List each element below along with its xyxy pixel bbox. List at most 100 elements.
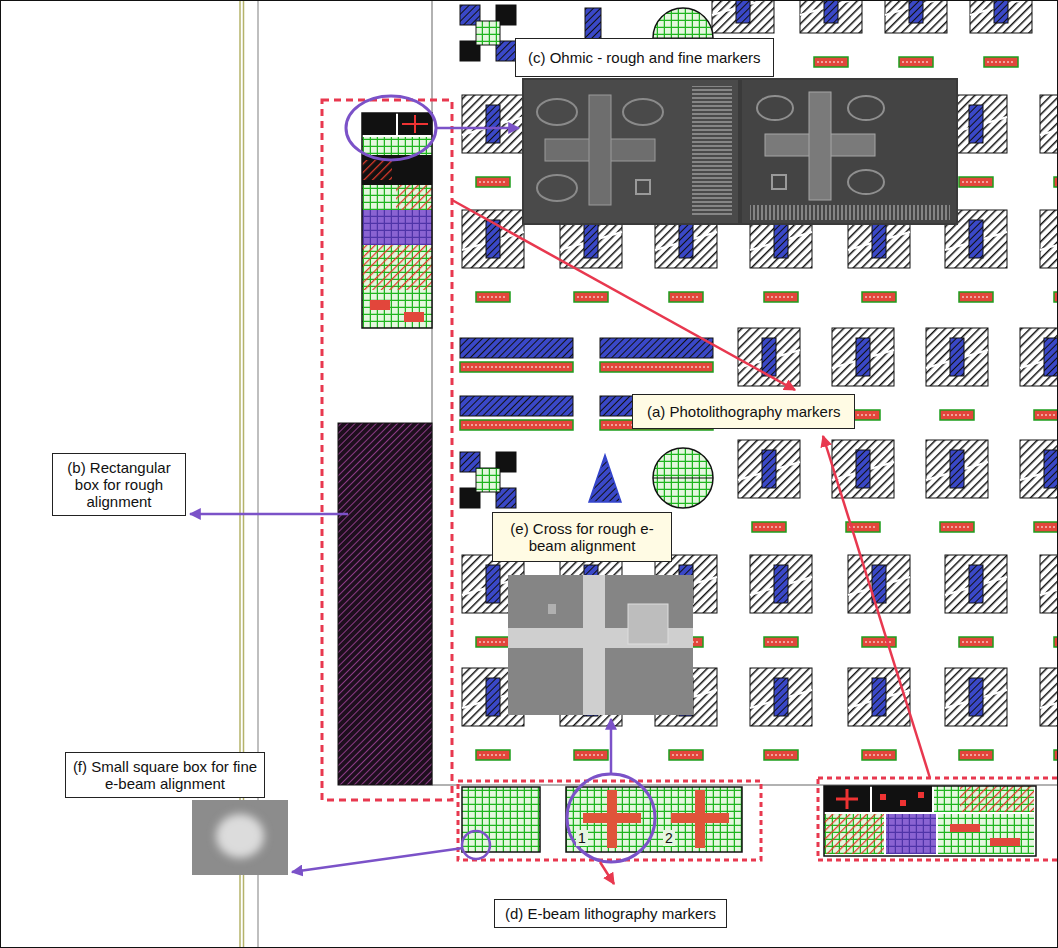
contact-bar: [764, 637, 798, 647]
contact-bar: [1034, 522, 1058, 532]
gate-pad: [774, 565, 788, 603]
gate-pad: [584, 220, 598, 258]
contact-bar: [669, 750, 703, 760]
hatched-cell: [750, 555, 812, 613]
contact-bar: [476, 637, 510, 647]
hatched-cell: [945, 555, 1007, 613]
cross-marker: [545, 139, 655, 161]
litho-marker: [880, 794, 886, 800]
square-sem-image: [192, 800, 288, 875]
litho-marker: [362, 113, 396, 135]
highlight-circle: [346, 96, 436, 160]
image-frame: [522, 78, 958, 225]
callout-text: (f) Small square box for fine e-beam ali…: [72, 758, 258, 792]
gate-pad: [486, 105, 500, 143]
litho-marker: [362, 185, 432, 210]
litho-marker: [362, 245, 432, 290]
ellipse-marker: [537, 175, 577, 201]
gate-pad: [969, 565, 983, 603]
ellipse-marker: [537, 99, 577, 125]
hatched-cell: [832, 328, 894, 386]
gate-pad: [950, 450, 964, 488]
contact-bar-detail: [767, 642, 795, 643]
hatched-cell: [738, 440, 800, 498]
ellipse-marker: [757, 96, 793, 120]
contact-bar-detail: [577, 297, 605, 298]
ellipse-marker: [848, 96, 884, 120]
contact-bar: [764, 292, 798, 302]
leader-arrow: [190, 513, 348, 516]
gate-pad: [969, 220, 983, 258]
litho-marker-outline: [824, 786, 1036, 856]
contact-bar: [460, 362, 573, 372]
contact-bar: [476, 292, 510, 302]
hatched-cell: [738, 328, 800, 386]
checker-center: [476, 21, 500, 45]
litho-marker: [362, 290, 432, 328]
contact-bar: [862, 750, 896, 760]
contact-bar: [600, 362, 713, 372]
litho-marker: [824, 814, 884, 854]
marker-cross: [402, 123, 428, 125]
gate-pad: [909, 0, 923, 23]
contact-bar-detail: [987, 62, 1015, 63]
callout-text: (e) Cross for rough e-beam alignment: [501, 520, 663, 554]
contact-bar-detail: [962, 182, 990, 183]
image-panel: [524, 80, 738, 223]
contact-bar-detail: [479, 755, 507, 756]
fine-comb: [692, 86, 732, 216]
litho-marker: [824, 814, 884, 854]
cross-marker: [810, 135, 830, 155]
litho-marker: [990, 838, 1020, 846]
contact-bar: [940, 522, 974, 532]
gate-pad: [1044, 450, 1058, 488]
contact-bar: [669, 292, 703, 302]
gate-pad: [856, 450, 870, 488]
contact-bar-detail: [817, 62, 845, 63]
hatched-cell: [1020, 440, 1058, 498]
gate-pad: [589, 455, 621, 502]
contact-bar: [862, 637, 896, 647]
litho-marker: [934, 786, 1034, 812]
callout-box: (d) E-beam lithography markers: [494, 899, 727, 928]
contact-bar-detail: [767, 755, 795, 756]
gate-pad: [585, 8, 601, 42]
hatched-cell: [712, 0, 774, 33]
gate-pad: [856, 338, 870, 376]
contact-bar-detail: [767, 297, 795, 298]
gate-pad: [824, 0, 838, 23]
litho-marker: [886, 814, 936, 854]
contact-bar-detail: [943, 415, 971, 416]
callout-text: (d) E-beam lithography markers: [505, 905, 716, 922]
marker-region: [458, 781, 761, 860]
contact-bar-detail: [1037, 527, 1058, 528]
hatched-cell: [832, 440, 894, 498]
hatched-cell: [750, 668, 812, 726]
contact-bar-detail: [463, 425, 570, 426]
image-panel: [742, 80, 956, 223]
litho-marker: [362, 245, 432, 290]
litho-marker-outline: [362, 113, 432, 328]
gate-pad: [762, 338, 776, 376]
fine-comb: [750, 205, 950, 220]
hatched-cell: [926, 328, 988, 386]
contact-bar: [959, 292, 993, 302]
contact-bar: [476, 177, 510, 187]
gate-strip: [460, 338, 573, 358]
callout-box: (b) Rectangular box for rough alignment: [52, 453, 186, 516]
leader-arrow: [292, 848, 463, 872]
hatched-cell: [970, 0, 1032, 33]
contact-bar-detail: [755, 527, 783, 528]
litho-marker: [872, 786, 932, 812]
callout-box: (a) Photolithography markers: [632, 394, 855, 429]
ellipse-marker: [848, 170, 884, 194]
contact-bar-detail: [479, 182, 507, 183]
contact-bar: [752, 522, 786, 532]
image-frame: [508, 575, 693, 715]
callout-text: (c) Ohmic - rough and fine markers: [528, 49, 761, 66]
contact-bar-detail: [943, 527, 971, 528]
litho-marker: [398, 113, 432, 135]
contact-bar-detail: [849, 527, 877, 528]
